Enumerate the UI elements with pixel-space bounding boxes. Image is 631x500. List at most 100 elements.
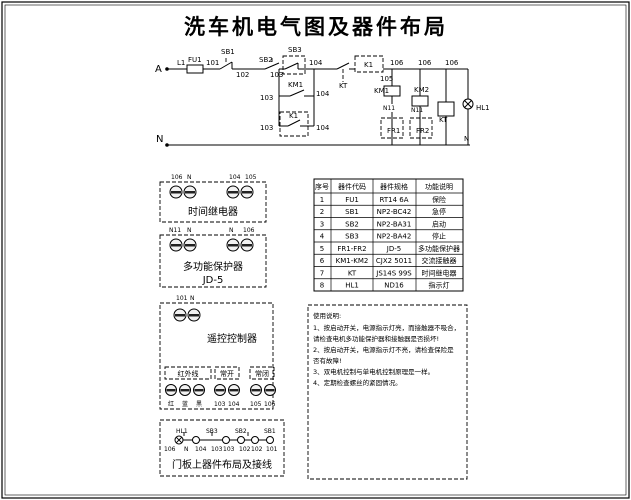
protector-terminal: [183, 238, 197, 252]
notes-line: 2、按启动开关，电源指示灯不亮，请检查保险是: [313, 345, 454, 354]
table-cell-code: FR1-FR2: [337, 245, 366, 253]
table-cell-no: 4: [320, 233, 325, 241]
table-cell-function: 多功能保护器: [418, 244, 460, 253]
table-cell-function: 停止: [432, 232, 446, 241]
label-104-c: 104: [316, 124, 330, 132]
door-label-sb2: SB2: [235, 428, 247, 435]
table-header-no: 序号: [315, 182, 329, 191]
table-cell-no: 7: [320, 269, 324, 277]
remote-label-black: 黑: [196, 401, 202, 408]
notes-line: 请检查电机多功能保护器和接触器是否损坏!: [313, 334, 439, 343]
label-106-a: 106: [390, 59, 404, 67]
remote-terminal: [264, 384, 276, 396]
label-l1: L1: [177, 59, 185, 67]
label-106-b: 106: [418, 59, 432, 67]
relay-label-105: 105: [245, 174, 257, 181]
label-sb2: SB2: [259, 56, 273, 64]
label-104: 104: [309, 59, 323, 67]
notes-line: 4、定期检查螺丝的紧固情况。: [313, 378, 402, 387]
table-cell-function: 启动: [432, 219, 446, 228]
label-106-c: 106: [445, 59, 459, 67]
table-cell-function: 保险: [432, 195, 446, 204]
coil-km2: [411, 95, 429, 107]
label-n11-a: N11: [383, 105, 395, 112]
label-n11-b: N11: [411, 107, 423, 114]
label-fr2: FR2: [416, 127, 429, 135]
table-cell-no: 2: [320, 208, 324, 216]
table-row: 5 FR1-FR2 JD-5 多功能保护器: [320, 244, 460, 253]
table-cell-function: 时间继电器: [422, 268, 457, 277]
door-label-106: 106: [164, 446, 176, 453]
table-cell-spec: JD-5: [386, 245, 401, 253]
label-102: 102: [236, 71, 249, 79]
table-cell-code: KT: [348, 269, 357, 277]
table-cell-spec: ND16: [384, 282, 404, 290]
remote-name: 遥控控制器: [207, 332, 257, 345]
remote-label-n: N: [190, 295, 195, 302]
relay-label-n: N: [187, 174, 192, 181]
label-103-b: 103: [260, 94, 273, 102]
table-cell-code: SB1: [345, 208, 359, 216]
table-cell-no: 5: [320, 245, 324, 253]
door-label-102-a: 102: [239, 446, 251, 453]
label-kt-contact: KT: [339, 82, 348, 90]
table-cell-spec: NP2-BC42: [377, 208, 412, 216]
remote-group-no: 常开: [220, 369, 234, 378]
protector-box: N11 N N 106 多功能保护器 JD-5: [159, 227, 267, 288]
remote-label-101: 101: [176, 295, 188, 302]
table-cell-spec: CJX2 5011: [376, 257, 412, 265]
table-cell-code: KM1-KM2: [336, 257, 369, 265]
label-fr1: FR1: [387, 127, 400, 135]
sheet-title: 洗车机电气图及器件布局: [184, 14, 448, 39]
label-k1: K1: [364, 61, 373, 69]
notes-line: 否有故障!: [313, 356, 342, 365]
label-km1: KM1: [374, 87, 389, 95]
label-n-end: N: [464, 135, 469, 143]
table-cell-function: 指示灯: [429, 281, 450, 290]
label-km1-aux: KM1: [288, 81, 303, 89]
table-cell-no: 1: [320, 196, 324, 204]
label-104-b: 104: [316, 90, 330, 98]
remote-terminal: [187, 308, 201, 322]
notes-box: 使用说明: 1、按启动开关，电源指示灯亮，而接触器不吸合， 请检查电机多功能保护…: [307, 304, 468, 480]
table-cell-spec: RT14 6A: [379, 196, 408, 204]
label-103-c: 103: [260, 124, 273, 132]
relay-terminal: [226, 185, 240, 199]
protector-label-n11: N11: [169, 227, 181, 234]
relay-terminal: [169, 185, 183, 199]
table-cell-code: HL1: [345, 282, 359, 290]
label-sb1: SB1: [221, 48, 235, 56]
label-fu1: FU1: [188, 56, 202, 64]
label-k1-aux: K1: [289, 112, 298, 120]
table-cell-no: 6: [320, 257, 325, 265]
door-label-hl1: HL1: [176, 428, 188, 435]
remote-label-103: 103: [214, 401, 226, 408]
door-label-sb1: SB1: [264, 428, 276, 435]
schematic: A L1 FU1 101 SB1 102 SB2 103 SB3 104 KT: [155, 46, 490, 147]
table-row: 1 FU1 RT14 6A 保险: [320, 195, 446, 204]
sheet-inner-border: [4, 4, 627, 496]
notes-line: 1、按启动开关，电源指示灯亮，而接触器不吸合，: [313, 323, 460, 332]
label-105: 105: [380, 75, 393, 83]
protector-label-106: 106: [243, 227, 255, 234]
remote-group-nc: 常闭: [255, 369, 269, 378]
table-header-spec: 器件规格: [380, 182, 408, 191]
remote-terminal: [165, 384, 177, 396]
door-label-103-b: 103: [223, 446, 235, 453]
protector-label-n: N: [187, 227, 192, 234]
relay-terminal: [183, 185, 197, 199]
remote-box: 101 N 遥控控制器 红外线 常开 常闭 红 蓝 黑 103 104 105 …: [159, 295, 276, 410]
relay-label-106: 106: [171, 174, 183, 181]
protector-model: JD-5: [202, 275, 224, 286]
remote-terminal: [193, 384, 205, 396]
table-cell-code: SB3: [345, 233, 359, 241]
notes-title: 使用说明:: [313, 311, 341, 320]
table-cell-code: FU1: [345, 196, 359, 204]
remote-label-106: 106: [264, 401, 276, 408]
label-101: 101: [206, 59, 219, 67]
